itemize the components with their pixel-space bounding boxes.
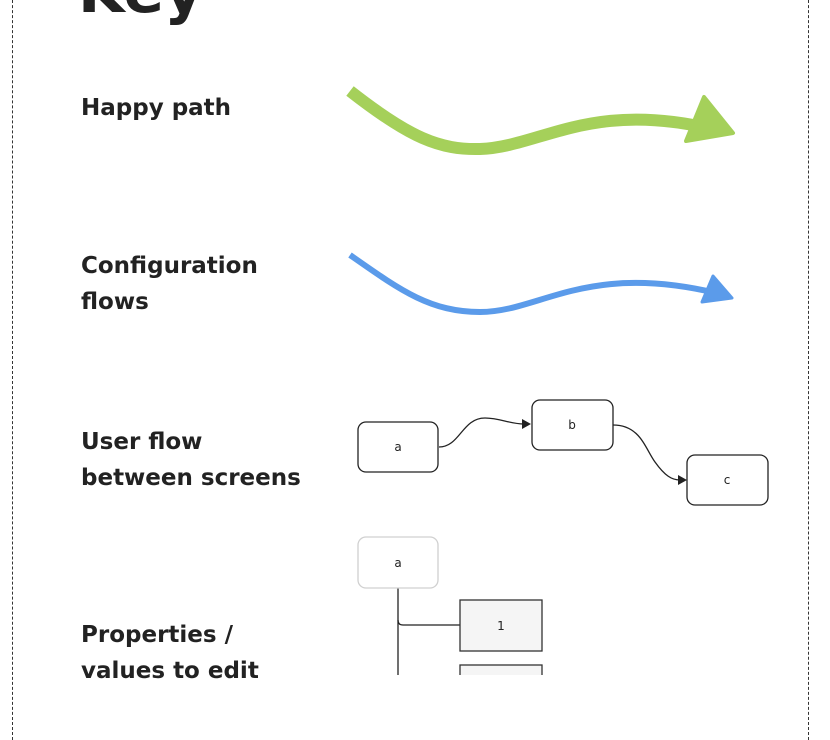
flow-node-a: a bbox=[357, 421, 439, 473]
legend-label-happy-path: Happy path bbox=[81, 95, 232, 121]
property-node-2 bbox=[459, 664, 543, 675]
configuration-flow-arrow bbox=[348, 252, 717, 316]
property-parent-label: a bbox=[394, 556, 401, 570]
property-parent-node: a bbox=[357, 536, 439, 589]
legend-label-configuration-flows: Configuration flows bbox=[81, 253, 258, 315]
flow-node-b: b bbox=[531, 399, 614, 451]
legend-label-user-flow: User flow between screens bbox=[81, 429, 301, 491]
property-node-1-label: 1 bbox=[497, 619, 505, 633]
connector-a-b-arrowhead bbox=[522, 419, 531, 429]
connector-b-c bbox=[612, 424, 681, 481]
tree-branch-line bbox=[397, 619, 460, 626]
flow-node-a-label: a bbox=[394, 440, 401, 454]
key-frame bbox=[12, 0, 809, 740]
property-node-1: 1 bbox=[459, 599, 543, 652]
flow-node-c-label: c bbox=[724, 473, 731, 487]
key-title: Key bbox=[78, 0, 203, 22]
happy-path-arrow bbox=[346, 86, 714, 156]
flow-node-c: c bbox=[686, 454, 769, 506]
happy-path-arrowhead bbox=[684, 95, 735, 143]
connector-a-b bbox=[438, 417, 525, 448]
key-diagram: a b c a 1 bbox=[346, 86, 769, 675]
configuration-flow-arrowhead bbox=[700, 274, 734, 304]
connector-b-c-arrowhead bbox=[678, 475, 687, 485]
flow-node-b-label: b bbox=[568, 418, 576, 432]
